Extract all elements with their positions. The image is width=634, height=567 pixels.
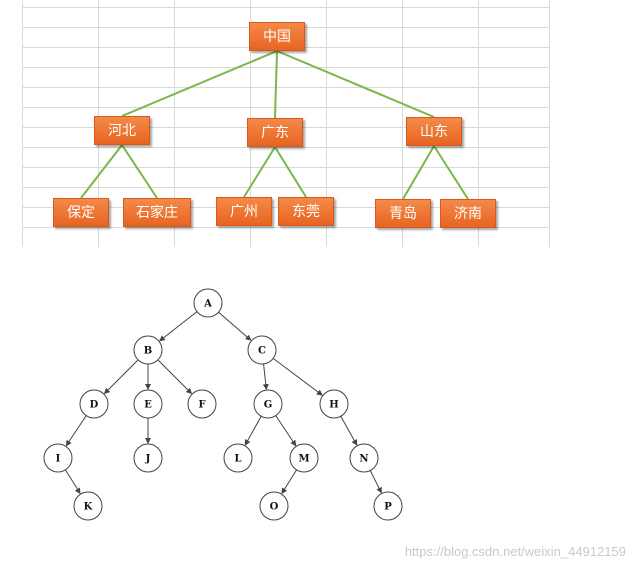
org-node-city: 广州: [216, 197, 272, 226]
tree-edge: [340, 415, 358, 446]
tree-node-circle: [43, 443, 73, 473]
org-connector: [274, 146, 307, 198]
tree-node: O: [259, 491, 289, 521]
tree-edge: [262, 363, 269, 391]
tree-node-circle: [247, 335, 277, 365]
tree-node-label: E: [144, 400, 152, 411]
tree-edge: [275, 415, 297, 447]
tree-edge: [157, 359, 193, 395]
tree-node-circle: [133, 389, 163, 419]
tree-node: M: [289, 443, 319, 473]
org-connector: [121, 50, 278, 117]
tree-edge: [64, 469, 81, 495]
tree-node-label: G: [264, 400, 273, 411]
tree-node-circle: [133, 443, 163, 473]
tree-node: H: [319, 389, 349, 419]
tree-node-label: N: [359, 454, 368, 465]
tree-node-circle: [319, 389, 349, 419]
tree-node: D: [79, 389, 109, 419]
tree-node: C: [247, 335, 277, 365]
org-node-province: 广东: [247, 118, 303, 147]
tree-node-circle: [73, 491, 103, 521]
org-node-city: 东莞: [278, 197, 334, 226]
tree-edge: [103, 359, 139, 395]
tree-node-circle: [133, 335, 163, 365]
org-connector: [276, 50, 435, 118]
tree-node-label: M: [298, 454, 309, 465]
tree-edge: [244, 415, 262, 446]
tree-node: J: [133, 443, 163, 473]
tree-node-label: D: [90, 400, 99, 411]
tree-edge: [369, 470, 382, 494]
org-connector: [402, 145, 435, 200]
org-node-city: 青岛: [375, 199, 431, 228]
tree-node-circle: [193, 288, 223, 318]
org-connector: [80, 144, 123, 199]
tree-node-circle: [223, 443, 253, 473]
tree-node: L: [223, 443, 253, 473]
org-connector: [243, 146, 276, 198]
org-node-city: 保定: [53, 198, 109, 227]
tree-edge: [218, 311, 252, 341]
tree-node-label: J: [145, 454, 151, 465]
tree-node-circle: [259, 491, 289, 521]
tree-node: G: [253, 389, 283, 419]
org-connector: [121, 144, 158, 199]
org-node-province: 山东: [406, 117, 462, 146]
tree-node: F: [187, 389, 217, 419]
tree-edge: [159, 311, 198, 342]
tree-node-label: I: [56, 454, 61, 465]
tree-node: N: [349, 443, 379, 473]
spreadsheet-org-chart: 中国 河北 广东 山东 保定 石家庄 广州 东莞 青岛 济南: [22, 0, 550, 247]
tree-node-circle: [187, 389, 217, 419]
tree-node-circle: [79, 389, 109, 419]
tree-node: P: [373, 491, 403, 521]
tree-node-circle: [253, 389, 283, 419]
tree-node-label: H: [329, 400, 338, 411]
tree-edge: [281, 469, 298, 495]
tree-node-circle: [349, 443, 379, 473]
tree-node-label: O: [270, 502, 279, 513]
org-node-city: 济南: [440, 199, 496, 228]
tree-node: E: [133, 389, 163, 419]
tree-node: K: [73, 491, 103, 521]
tree-node-label: B: [144, 346, 152, 357]
tree-node-label: K: [84, 502, 93, 513]
tree-edge: [65, 415, 87, 447]
tree-node-circle: [373, 491, 403, 521]
binary-tree-diagram: A B C D E F G H I J K L M N O P: [43, 288, 403, 521]
tree-node-label: L: [234, 454, 241, 465]
watermark-text: https://blog.csdn.net/weixin_44912159: [404, 544, 626, 559]
tree-node-label: A: [203, 299, 212, 310]
org-connector: [274, 50, 278, 119]
org-node-root: 中国: [249, 22, 305, 51]
tree-node: B: [133, 335, 163, 365]
tree-edge: [272, 358, 323, 396]
tree-node-label: C: [258, 346, 266, 357]
org-node-city: 石家庄: [123, 198, 191, 227]
tree-node: A: [193, 288, 223, 318]
tree-node-circle: [289, 443, 319, 473]
tree-node-label: P: [384, 502, 392, 513]
org-node-province: 河北: [94, 116, 150, 145]
tree-node-label: F: [198, 400, 205, 411]
tree-node: I: [43, 443, 73, 473]
org-connector: [433, 145, 469, 200]
